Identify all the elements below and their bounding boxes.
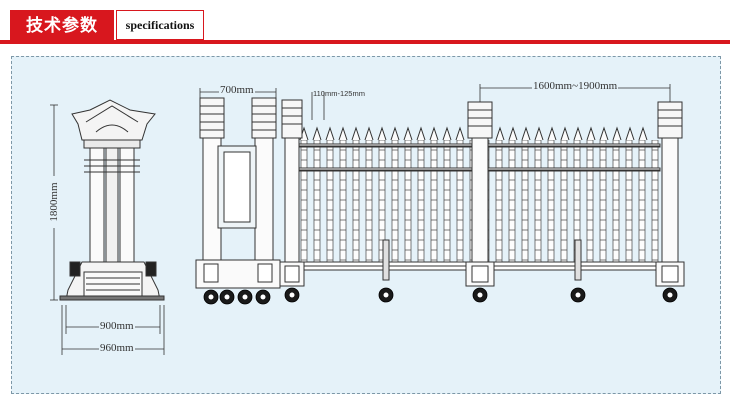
door-width-label: 700mm — [219, 84, 255, 96]
section-title-cn: 技术参数 — [10, 10, 114, 42]
wheels — [203, 287, 678, 305]
section-header: 技术参数 specifications — [0, 0, 730, 44]
bar-spacing-label: 110mm-125mm — [313, 89, 365, 98]
base-inner-width-label: 900mm — [99, 320, 135, 332]
base-outer-width-label: 960mm — [99, 342, 135, 354]
front-view — [195, 97, 685, 289]
height-dimension-label: 1800mm — [48, 176, 60, 228]
header-divider — [0, 40, 730, 44]
section-title-en: specifications — [116, 10, 204, 40]
section-length-label: 1600mm~1900mm — [532, 80, 619, 92]
side-view — [59, 99, 165, 301]
